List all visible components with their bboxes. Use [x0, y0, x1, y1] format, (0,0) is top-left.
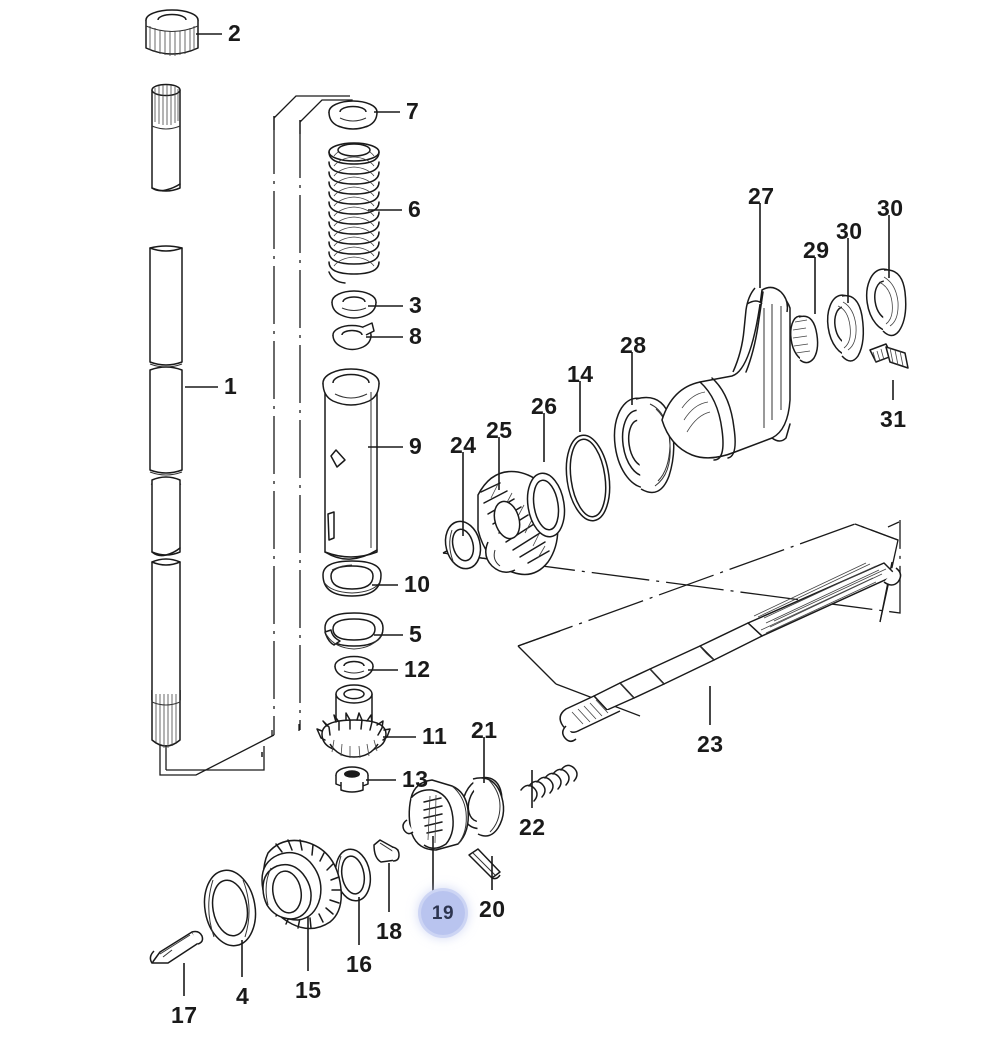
callout-23[interactable]: 23: [697, 731, 724, 757]
part-8-tab-washer: [332, 322, 375, 351]
callout-2[interactable]: 2: [228, 20, 242, 46]
callout-22[interactable]: 22: [519, 814, 546, 840]
part-30-bearing-a: [826, 294, 865, 362]
part-4-thrust-washer: [203, 869, 257, 947]
part-31-bolt: [869, 343, 909, 369]
part-11-pinion-gear: [316, 684, 391, 759]
part-6-coil-spring: [328, 142, 380, 284]
callout-26[interactable]: 26: [531, 393, 558, 419]
part-17-shift-rod-pin: [149, 930, 204, 964]
part-3-washer: [331, 290, 377, 319]
callout-7[interactable]: 7: [406, 98, 420, 124]
callout-24[interactable]: 24: [450, 432, 477, 458]
callout-20[interactable]: 20: [479, 896, 506, 922]
callout-4[interactable]: 4: [236, 983, 250, 1009]
part-7-washer: [328, 100, 378, 130]
callout-16[interactable]: 16: [346, 951, 373, 977]
part-24-thrust-washer: [444, 520, 482, 570]
part-23-propeller-shaft: [559, 562, 902, 742]
callout-29[interactable]: 29: [803, 237, 830, 263]
part-14-o-ring: [565, 434, 611, 522]
callout-30[interactable]: 30: [877, 195, 904, 221]
callout-1[interactable]: 1: [224, 373, 238, 399]
leader-lines: [183, 33, 894, 996]
callout-8[interactable]: 8: [409, 323, 423, 349]
part-12-thrust-washer: [334, 655, 374, 680]
callout-31[interactable]: 31: [880, 406, 907, 432]
callout-30[interactable]: 30: [836, 218, 863, 244]
callout-15[interactable]: 15: [295, 977, 322, 1003]
callout-6[interactable]: 6: [408, 196, 422, 222]
part-2-spline-coupler: [145, 9, 199, 56]
part-13-pinion-nut: [335, 766, 369, 793]
part-21-retainer-ring: [461, 776, 505, 837]
part-22-clutch-spring: [520, 764, 578, 802]
callout-10[interactable]: 10: [404, 571, 431, 597]
callout-3[interactable]: 3: [409, 292, 423, 318]
highlighted-callout-19[interactable]: 19: [421, 891, 465, 935]
part-18-plunger: [373, 839, 400, 863]
callout-12[interactable]: 12: [404, 656, 431, 682]
callout-13[interactable]: 13: [402, 766, 429, 792]
part-15-reverse-gear: [261, 839, 342, 930]
callout-25[interactable]: 25: [486, 417, 513, 443]
callout-27[interactable]: 27: [748, 183, 775, 209]
part-19-dog-clutch: [402, 779, 470, 851]
part-20-cross-pin: [468, 848, 501, 880]
callout-11[interactable]: 11: [422, 723, 448, 749]
part-5-snap-ring: [324, 612, 384, 650]
callout-21[interactable]: 21: [471, 717, 498, 743]
callout-17[interactable]: 17: [171, 1002, 198, 1028]
callout-28[interactable]: 28: [620, 332, 647, 358]
part-29-needle-bearing: [789, 315, 819, 364]
callout-14[interactable]: 14: [567, 361, 594, 387]
callout-5[interactable]: 5: [409, 621, 423, 647]
part-28-ball-bearing: [613, 396, 675, 494]
callout-9[interactable]: 9: [409, 433, 423, 459]
part-9-housing-tube: [322, 368, 380, 560]
part-30-oil-seal-b: [865, 268, 907, 337]
part-1-drive-shaft: [149, 83, 183, 748]
part-10-oil-seal: [322, 560, 382, 597]
callout-18[interactable]: 18: [376, 918, 403, 944]
part-26-shim: [526, 472, 566, 538]
part-27-bearing-carrier: [661, 286, 791, 461]
